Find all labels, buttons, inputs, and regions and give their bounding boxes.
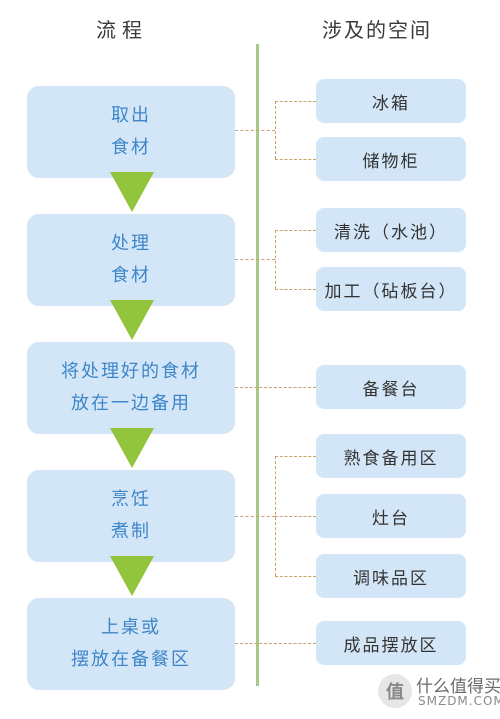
step-line: 食材 — [111, 265, 151, 286]
space-prep-counter: 备餐台 — [316, 365, 466, 409]
connector-line — [275, 289, 316, 290]
step-take-ingredients: 取出 食材 — [27, 86, 235, 178]
step-line: 烹饪 — [111, 489, 151, 510]
connector-line — [235, 259, 275, 260]
watermark: 值 什么值得买 SMZDM.COM — [378, 670, 500, 714]
watermark-logo-icon: 值 — [378, 674, 412, 708]
space-dish-display-area: 成品摆放区 — [316, 621, 466, 665]
flow-arrow — [110, 556, 154, 596]
step-set-aside: 将处理好的食材 放在一边备用 — [27, 342, 235, 434]
connector-line — [275, 456, 316, 457]
connector-line — [275, 516, 316, 517]
space-seasoning-area: 调味品区 — [316, 554, 466, 598]
step-line: 处理 — [111, 233, 151, 254]
flow-arrow — [110, 428, 154, 468]
connector-line — [275, 101, 316, 102]
step-line: 放在一边备用 — [71, 393, 191, 414]
step-line: 煮制 — [111, 521, 151, 542]
step-line: 摆放在备餐区 — [71, 649, 191, 670]
process-header: 流程 — [96, 18, 148, 42]
step-process-ingredients: 处理 食材 — [27, 214, 235, 306]
connector-line — [275, 576, 316, 577]
step-serve: 上桌或 摆放在备餐区 — [27, 598, 235, 690]
space-sink: 清洗（水池） — [316, 208, 466, 252]
connector-line — [235, 130, 275, 131]
connector-line — [275, 159, 316, 160]
space-cooked-food-area: 熟食备用区 — [316, 434, 466, 478]
connector-line — [235, 516, 275, 517]
space-cutting-board: 加工（砧板台） — [316, 267, 466, 311]
flow-arrow — [110, 172, 154, 212]
connector-line — [275, 101, 276, 159]
connector-line — [275, 230, 316, 231]
connector-line — [235, 387, 316, 388]
step-line: 上桌或 — [101, 617, 161, 638]
step-line: 食材 — [111, 137, 151, 158]
spaces-header: 涉及的空间 — [322, 18, 432, 42]
space-stove: 灶台 — [316, 494, 466, 538]
connector-line — [275, 230, 276, 289]
space-fridge: 冰箱 — [316, 79, 466, 123]
watermark-url: SMZDM.COM — [418, 694, 500, 708]
step-line: 将处理好的食材 — [61, 361, 201, 382]
step-line: 取出 — [111, 105, 151, 126]
step-cook: 烹饪 煮制 — [27, 470, 235, 562]
space-cabinet: 储物柜 — [316, 137, 466, 181]
connector-line — [235, 643, 316, 644]
flow-arrow — [110, 300, 154, 340]
watermark-text: 什么值得买 — [416, 677, 500, 697]
center-divider — [256, 44, 259, 686]
